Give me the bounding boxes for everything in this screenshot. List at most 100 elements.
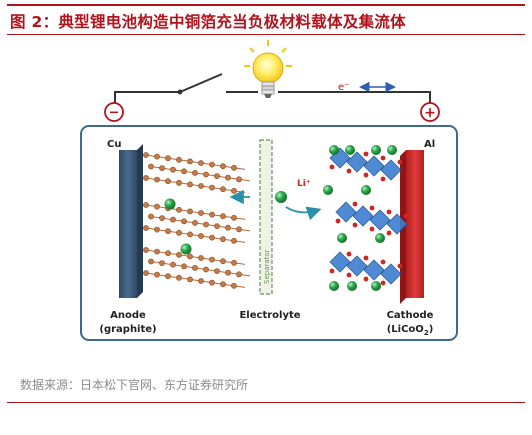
graphite-atom	[236, 226, 242, 233]
graphite-atom	[143, 202, 149, 208]
cathode-material-end: )	[429, 324, 434, 335]
oxygen-atom	[403, 213, 409, 219]
graphite-atom	[220, 281, 226, 288]
graphite-atom	[192, 169, 198, 176]
oxygen-atom	[352, 201, 358, 207]
oxygen-atom	[386, 209, 392, 215]
graphite-atom	[236, 176, 242, 183]
graphite-atom	[154, 203, 160, 210]
anode-lithium-ion	[164, 198, 176, 210]
graphite-atom	[176, 251, 182, 258]
figure-title: 图 2：典型锂电池构造中铜箔充当负极材料载体及集流体	[10, 13, 406, 31]
oxygen-atom	[380, 176, 386, 182]
oxygen-atom	[369, 226, 375, 232]
graphite-atom	[154, 153, 160, 160]
switch-contact	[177, 89, 183, 95]
graphite-atom	[187, 158, 193, 165]
graphite-atom	[220, 186, 226, 193]
li-ion-icon	[275, 191, 287, 203]
oxygen-atom	[329, 164, 335, 170]
cobalt-octahedron	[380, 159, 402, 181]
cobalt-octahedron	[386, 213, 408, 235]
graphite-atom	[165, 178, 171, 185]
graphite-atom	[187, 181, 193, 188]
positive-sign: +	[424, 105, 436, 121]
oxygen-atom	[329, 268, 335, 274]
cobalt-octahedron	[380, 263, 402, 285]
oxygen-atom	[352, 222, 358, 228]
oxygen-atom	[386, 230, 392, 236]
graphite-atom	[165, 228, 171, 235]
graphite-atom	[170, 216, 176, 223]
electron-label: e⁻	[338, 82, 349, 93]
cobalt-octahedron	[346, 255, 368, 277]
graphite-atom	[192, 264, 198, 271]
separator	[259, 139, 273, 295]
graphite-atom	[148, 213, 154, 220]
graphite-atom	[176, 274, 182, 281]
cathode-material-main: (LiCoO	[387, 324, 424, 335]
graphite-atom	[181, 218, 187, 225]
graphite-atom	[176, 156, 182, 163]
graphite-atom	[198, 233, 204, 239]
negative-sign: −	[109, 106, 120, 121]
graphite-atom	[198, 160, 204, 166]
graphite-atom	[198, 255, 204, 261]
battery-diagram: e⁻ − + Cu Al Separator Li⁺	[80, 40, 458, 341]
graphite-atom	[187, 231, 193, 238]
electrolyte-label: Electrolyte	[239, 310, 300, 321]
graphite-atom	[203, 266, 209, 273]
licoo2-lattice	[323, 145, 409, 291]
graphite-atom	[159, 260, 165, 266]
cathode-lithium-ion	[371, 145, 381, 155]
graphite-atom	[187, 253, 193, 260]
graphite-atom	[159, 165, 165, 171]
graphite-atom	[143, 270, 149, 276]
graphite-atom	[143, 247, 149, 253]
source-note: 数据来源：日本松下官网、东方证券研究所	[20, 378, 249, 392]
graphite-atom	[154, 176, 160, 183]
graphite-atom	[214, 268, 220, 274]
al-electrode	[406, 150, 424, 298]
graphite-atom	[148, 258, 154, 265]
graphite-atom	[187, 276, 193, 283]
cobalt-octahedron	[363, 155, 385, 177]
graphite-atom	[143, 175, 149, 181]
oxygen-atom	[346, 168, 352, 174]
graphite-atom	[148, 163, 154, 170]
cobalt-octahedron	[346, 151, 368, 173]
cobalt-octahedron	[363, 259, 385, 281]
cu-label: Cu	[107, 139, 121, 150]
graphite-atom	[176, 206, 182, 213]
graphite-atom	[209, 184, 215, 191]
cu-electrode	[119, 150, 137, 298]
graphite-atom	[165, 273, 171, 280]
graphite-atom	[203, 221, 209, 228]
anode-material-label: (graphite)	[99, 324, 156, 335]
positive-terminal-icon: +	[420, 102, 440, 122]
graphite-atom	[170, 166, 176, 173]
graphite-atom	[181, 263, 187, 270]
cathode-label: Cathode	[387, 310, 434, 321]
graphite-atom	[198, 183, 204, 189]
graphite-atom	[209, 161, 215, 168]
cobalt-octahedron	[335, 201, 357, 223]
cathode-lithium-ion	[371, 281, 381, 291]
graphite-atom	[214, 173, 220, 179]
title-divider	[7, 34, 525, 35]
graphite-atom	[231, 282, 237, 289]
cathode-material-sub: 2	[424, 329, 429, 337]
oxygen-atom	[363, 276, 369, 282]
cathode-lithium-ion	[329, 281, 339, 291]
graphite-atom	[236, 271, 242, 278]
cathode-lithium-ion	[323, 185, 333, 195]
graphite-atom	[198, 278, 204, 284]
cathode-lithium-ion	[387, 145, 397, 155]
cathode-lithium-ion	[347, 281, 357, 291]
graphite-atom	[143, 225, 149, 231]
graphite-atom	[209, 256, 215, 263]
anode-label: Anode	[110, 310, 146, 321]
graphite-atom	[165, 250, 171, 257]
graphite-atom	[220, 258, 226, 265]
